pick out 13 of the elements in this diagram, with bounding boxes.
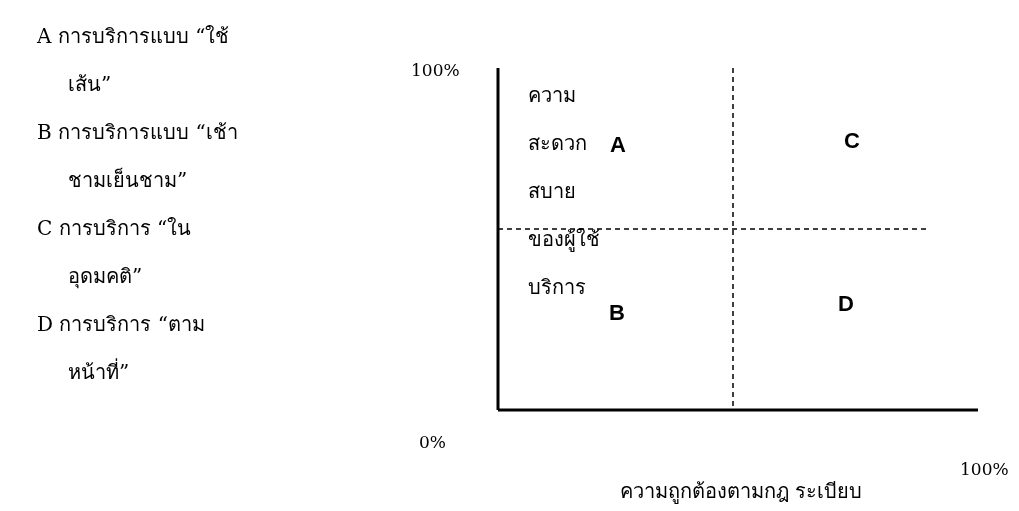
legend-text: C การบริการ “ในอุดมคติ” [37,215,193,291]
axis-title: ความสะดวกสบายของผู้ใช้บริการ [528,82,600,301]
axis-title: ความถูกต้องตามกฎ ระเบียบ [620,478,863,506]
legend-text: B การบริการแบบ “เช้าชามเย็นชาม” [37,119,239,194]
quadrant-label: A [610,132,626,158]
quadrant-label: D [838,291,854,317]
legend-text: D การบริการ “ตามหน้าที่” [37,311,206,386]
quadrant-label: B [609,300,625,326]
axis-tick-label: 0% [419,432,446,452]
axis-tick-label: 100% [411,60,460,80]
axis-tick-label: 100% [960,459,1009,479]
quadrant-label: C [844,128,860,154]
legend-text: A การบริการแบบ “ใช้เส้น” [37,23,231,98]
